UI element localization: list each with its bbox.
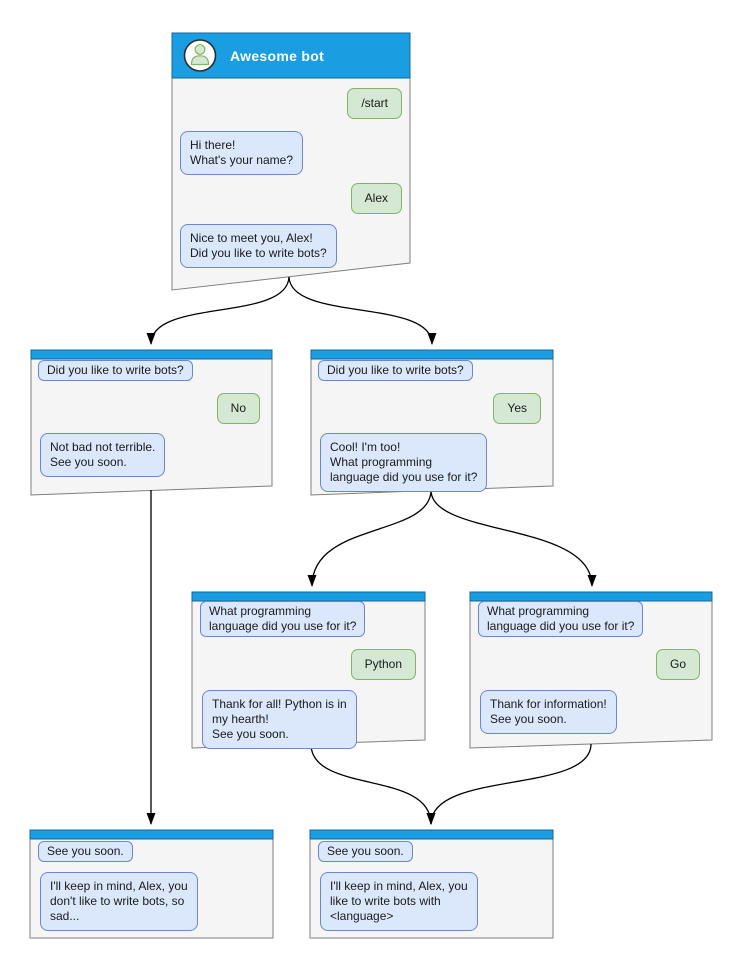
chat-window-branch-python: What programming language did you use fo… — [192, 601, 425, 749]
chat-window-branch-no: Did you like to write bots? No Not bad n… — [31, 359, 272, 477]
chat-window-end-language: See you soon. I'll keep in mind, Alex, y… — [310, 839, 553, 931]
bot-message-bubble: Hi there! What's your name? — [180, 131, 304, 175]
chat-window-header-branch-yes — [310, 349, 554, 360]
user-message-bubble: Alex — [350, 183, 402, 214]
arrow-branch-yes-to-branch-python — [307, 490, 432, 587]
user-message-bubble: Yes — [493, 393, 541, 424]
arrow-awesome-bot-to-branch-yes — [288, 276, 437, 345]
chat-window-branch-yes: Did you like to write bots? Yes Cool! I'… — [311, 359, 553, 492]
bot-message-bubble: Nice to meet you, Alex! Did you like to … — [180, 224, 337, 268]
chat-window-header-branch-no — [30, 349, 273, 360]
bot-message-bubble: Cool! I'm too! What programming language… — [320, 433, 488, 492]
quote-bubble: See you soon. — [38, 841, 133, 862]
quote-bubble: What programming language did you use fo… — [478, 601, 644, 637]
arrow-awesome-bot-to-branch-no — [146, 276, 290, 345]
bot-message-bubble: Thank for all! Python is in my hearth! S… — [202, 690, 357, 749]
window-title: Awesome bot — [230, 48, 325, 64]
quote-bubble: See you soon. — [318, 841, 413, 862]
person-icon — [194, 44, 206, 55]
person-icon-body — [190, 55, 210, 66]
chat-window-header-end-no — [29, 829, 274, 840]
user-message-bubble: Go — [655, 649, 700, 680]
arrow-branch-go-to-end-language — [426, 743, 592, 825]
arrow-branch-python-to-end-language — [310, 743, 436, 825]
chat-window-branch-go: What programming language did you use fo… — [470, 601, 712, 734]
user-message-bubble: /start — [347, 88, 402, 119]
bot-message-bubble: I'll keep in mind, Alex, you don't like … — [40, 872, 198, 931]
quote-bubble: Did you like to write bots? — [38, 360, 193, 381]
chat-window-header-branch-go — [469, 591, 713, 602]
user-message-bubble: Python — [350, 649, 416, 680]
quote-bubble: What programming language did you use fo… — [200, 601, 366, 637]
chat-window-end-no: See you soon. I'll keep in mind, Alex, y… — [30, 839, 273, 931]
user-message-bubble: No — [216, 393, 260, 424]
quote-bubble: Did you like to write bots? — [318, 360, 473, 381]
chat-window-awesome-bot: /start Hi there! What's your name? Alex … — [172, 78, 410, 268]
chat-window-header-end-language — [309, 829, 554, 840]
arrow-branch-yes-to-branch-go — [430, 490, 597, 587]
bot-message-bubble: Not bad not terrible. See you soon. — [40, 433, 166, 477]
bot-message-bubble: I'll keep in mind, Alex, you like to wri… — [320, 872, 478, 931]
bot-message-bubble: Thank for information! See you soon. — [480, 690, 617, 734]
chat-window-header-branch-python — [191, 591, 426, 602]
